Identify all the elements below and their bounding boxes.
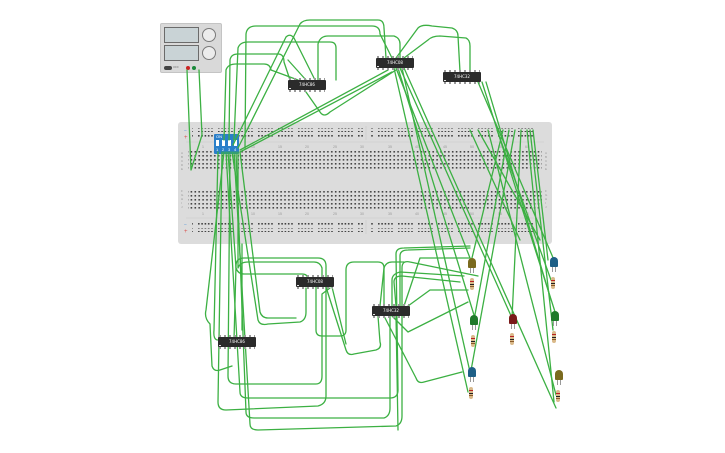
chip-label: 74HC32 — [383, 308, 399, 313]
svg-text:55: 55 — [498, 145, 502, 149]
dip-label-4: 4 — [234, 147, 237, 152]
svg-text:20: 20 — [305, 145, 309, 149]
ic-chip-74hc08[interactable]: 74HC08 — [296, 275, 334, 289]
svg-text:15: 15 — [278, 145, 282, 149]
svg-text:H: H — [181, 197, 183, 201]
svg-text:B: B — [181, 155, 183, 159]
dip-switch-4[interactable] — [234, 140, 237, 146]
svg-text:+: + — [184, 135, 188, 141]
chip-label: 74HC86 — [299, 82, 315, 87]
dip-switch-on-label: ON — [216, 134, 222, 139]
svg-text:35: 35 — [388, 212, 392, 216]
svg-text:B: B — [545, 155, 547, 159]
svg-text:30: 30 — [360, 212, 364, 216]
svg-text:45: 45 — [443, 145, 447, 149]
svg-text:J: J — [181, 205, 183, 209]
chip-label: 74HC08 — [387, 60, 403, 65]
positive-terminal[interactable] — [192, 66, 196, 70]
dip-label-3: 3 — [228, 147, 231, 152]
negative-terminal[interactable] — [186, 66, 190, 70]
dip-switch-1[interactable] — [216, 140, 219, 146]
resistor[interactable] — [470, 278, 474, 290]
svg-text:C: C — [545, 159, 548, 163]
power-switch[interactable] — [164, 66, 172, 70]
svg-text:60: 60 — [525, 145, 529, 149]
led-blue[interactable] — [550, 257, 558, 272]
svg-text:−: − — [184, 128, 187, 134]
svg-text:40: 40 — [415, 145, 419, 149]
resistor[interactable] — [510, 333, 514, 345]
chip-label: 74HC86 — [229, 339, 245, 344]
svg-text:1: 1 — [202, 212, 204, 216]
svg-text:1: 1 — [202, 145, 204, 149]
resistor[interactable] — [552, 331, 556, 343]
svg-text:25: 25 — [333, 212, 337, 216]
svg-text:+: + — [184, 229, 188, 235]
svg-text:D: D — [181, 163, 184, 167]
svg-text:10: 10 — [251, 145, 255, 149]
led-olive[interactable] — [555, 370, 563, 385]
svg-text:A: A — [545, 151, 547, 155]
resistor[interactable] — [469, 387, 473, 399]
svg-text:10: 10 — [251, 212, 255, 216]
svg-text:G: G — [181, 193, 184, 197]
svg-text:I: I — [545, 201, 546, 205]
svg-text:F: F — [181, 189, 183, 193]
svg-text:−: − — [184, 222, 187, 228]
voltage-knob[interactable] — [202, 28, 216, 42]
svg-text:25: 25 — [333, 145, 337, 149]
dip-label-2: 2 — [222, 147, 225, 152]
svg-text:20: 20 — [305, 212, 309, 216]
svg-text:I: I — [181, 201, 182, 205]
current-display — [164, 45, 199, 61]
svg-text:45: 45 — [443, 212, 447, 216]
svg-text:E: E — [545, 167, 547, 171]
resistor[interactable] — [471, 335, 475, 347]
ic-chip-74hc32[interactable]: 74HC32 — [372, 304, 410, 318]
led-red[interactable] — [509, 314, 517, 329]
svg-text:30: 30 — [360, 145, 364, 149]
svg-text:35: 35 — [388, 145, 392, 149]
chip-label: 74HC08 — [307, 279, 323, 284]
svg-text:J: J — [545, 205, 547, 209]
resistor[interactable] — [556, 390, 560, 402]
dip-switch-2[interactable] — [222, 140, 225, 146]
svg-text:40: 40 — [415, 212, 419, 216]
svg-text:15: 15 — [278, 212, 282, 216]
svg-text:50: 50 — [470, 145, 474, 149]
ic-chip-74hc86[interactable]: 74HC86 — [288, 78, 326, 92]
svg-text:H: H — [545, 197, 547, 201]
led-olive[interactable] — [468, 258, 476, 273]
led-green[interactable] — [551, 311, 559, 326]
led-blue[interactable] — [468, 367, 476, 382]
power-supply[interactable]: OFF — [160, 23, 222, 73]
svg-text:E: E — [181, 167, 183, 171]
resistor[interactable] — [551, 277, 555, 289]
power-switch-label: OFF — [173, 65, 179, 69]
svg-text:F: F — [545, 189, 547, 193]
svg-text:A: A — [181, 151, 183, 155]
led-green[interactable] — [470, 315, 478, 330]
dip-switch[interactable]: ON 1 2 3 4 — [214, 134, 239, 154]
svg-text:G: G — [545, 193, 548, 197]
svg-text:C: C — [181, 159, 184, 163]
chip-label: 74HC32 — [454, 74, 470, 79]
current-knob[interactable] — [202, 46, 216, 60]
svg-text:50: 50 — [470, 212, 474, 216]
ic-chip-74hc32[interactable]: 74HC32 — [443, 70, 481, 84]
ic-chip-74hc86[interactable]: 74HC86 — [218, 335, 256, 349]
dip-switch-3[interactable] — [228, 140, 231, 146]
svg-text:D: D — [545, 163, 548, 167]
ic-chip-74hc08[interactable]: 74HC08 — [376, 56, 414, 70]
voltage-display — [164, 27, 199, 43]
dip-label-1: 1 — [216, 147, 219, 152]
